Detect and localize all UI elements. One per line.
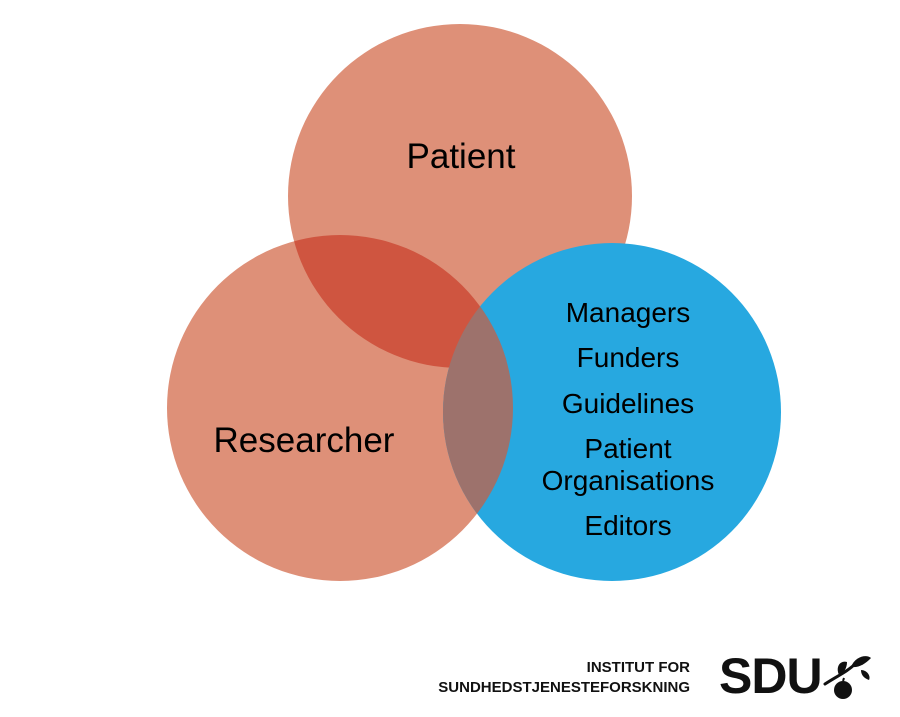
stakeholders-circle (443, 243, 781, 581)
overlap-patient-researcher (288, 235, 513, 368)
venn-diagram: Patient Researcher Managers Funders Guid… (167, 24, 781, 581)
institute-line-1: INSTITUT FOR (586, 659, 690, 676)
sdu-logo-text: SDU (719, 648, 823, 704)
patient-label: Patient (407, 137, 516, 176)
researcher-label: Researcher (214, 421, 395, 460)
stakeholder-item-editors: Editors (584, 510, 671, 541)
apple-branch-logo-icon (823, 656, 871, 699)
institute-name: INSTITUT FOR SUNDHEDSTJENESTEFORSKNING (438, 658, 690, 698)
footer: INSTITUT FOR SUNDHEDSTJENESTEFORSKNING S… (380, 648, 880, 704)
stakeholder-item-organisations: Organisations (542, 465, 715, 496)
stakeholder-item-patient: Patient (584, 433, 671, 464)
stakeholder-item-guidelines: Guidelines (562, 388, 694, 419)
stakeholder-item-managers: Managers (566, 297, 691, 328)
institute-line-2: SUNDHEDSTJENESTEFORSKNING (438, 679, 690, 696)
stakeholder-item-funders: Funders (577, 342, 680, 373)
